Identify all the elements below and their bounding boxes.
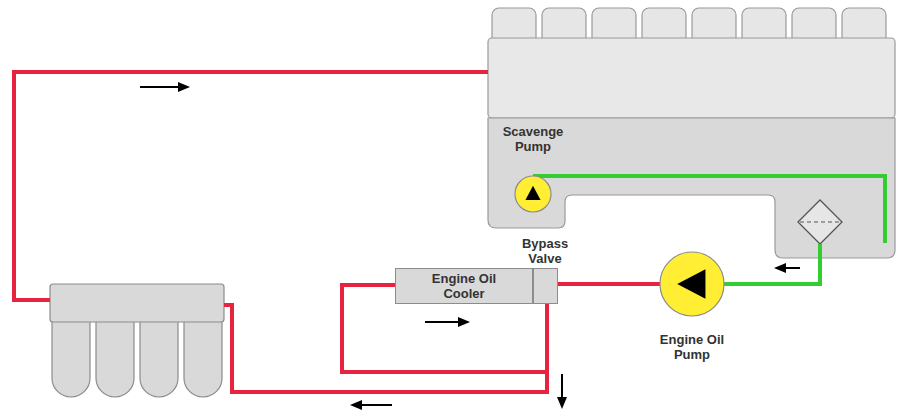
filter-canister bbox=[184, 320, 222, 397]
bypass-outlet-line bbox=[224, 302, 547, 392]
pump-direction-triangle bbox=[525, 186, 540, 200]
filter-manifold bbox=[50, 284, 224, 322]
pump-label: Scavenge Pump bbox=[493, 124, 573, 154]
pump-symbol bbox=[513, 174, 553, 214]
oil-filter-symbol bbox=[798, 200, 842, 244]
engine-supply-line bbox=[14, 72, 488, 300]
flow-arrow-line bbox=[361, 404, 392, 406]
filter-element-line bbox=[800, 221, 840, 222]
flow-arrow-line bbox=[425, 321, 459, 323]
filter-canister bbox=[52, 320, 90, 397]
flow-arrow-head bbox=[458, 317, 470, 327]
pump-symbol bbox=[658, 250, 726, 318]
flow-arrow-head bbox=[774, 263, 786, 273]
flow-arrows bbox=[140, 82, 800, 410]
flow-arrow-head bbox=[557, 397, 567, 409]
filter-canister bbox=[140, 320, 178, 397]
valve-box bbox=[533, 268, 558, 304]
remote-filter-bank bbox=[50, 284, 224, 397]
oil-line bbox=[558, 282, 661, 286]
filter-diamond bbox=[798, 200, 842, 244]
scavenge-pump: Scavenge Pump bbox=[493, 124, 573, 214]
valve-label: Bypass Valve bbox=[515, 236, 575, 266]
flow-arrow-line bbox=[785, 267, 800, 269]
pump-label: Engine Oil Pump bbox=[656, 332, 728, 362]
flow-arrow-line bbox=[140, 86, 179, 88]
flow-arrow-head bbox=[178, 82, 190, 92]
oil-lines bbox=[14, 72, 547, 392]
cooler-label: Engine Oil Cooler bbox=[424, 271, 504, 301]
engine-oil-pump: Engine Oil Pump bbox=[640, 250, 744, 362]
flow-arrow-head bbox=[350, 400, 362, 410]
engine-block bbox=[488, 38, 895, 118]
flow-arrow-line bbox=[561, 374, 563, 399]
pump-circle bbox=[660, 252, 724, 316]
oil-cooler-box: Engine Oil Cooler bbox=[395, 268, 533, 304]
pump-direction-triangle bbox=[677, 269, 705, 299]
filter-canister bbox=[96, 320, 134, 397]
pump-circle bbox=[515, 176, 551, 212]
